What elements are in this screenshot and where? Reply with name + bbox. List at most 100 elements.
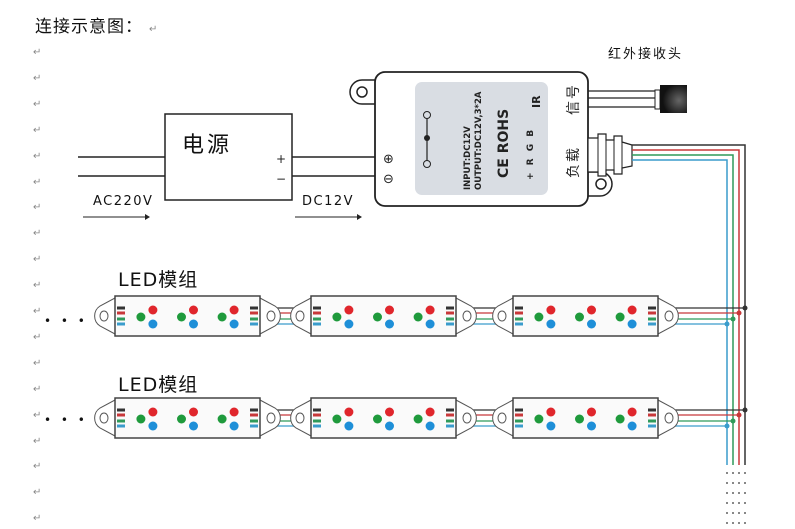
pin-pad: [446, 424, 454, 428]
pin-pad: [648, 419, 656, 423]
led-green: [413, 414, 423, 424]
pin-pad: [446, 306, 454, 310]
junction-dot: [742, 407, 748, 413]
pin-pad: [515, 322, 523, 326]
led-blue: [627, 421, 637, 431]
led-red: [189, 407, 198, 417]
pin-pad: [250, 306, 258, 310]
paragraph-mark: ↵: [33, 306, 42, 317]
pin-pad: [313, 424, 321, 428]
led-red: [189, 305, 198, 315]
mounting-hole: [664, 412, 674, 424]
mounting-hole: [462, 412, 472, 424]
rgb-controller: ⊕ ⊖ INPUT:DC12V OUTPUT:DC12V,3*2A CE ROH…: [349, 71, 613, 207]
module-end-tab: [492, 399, 514, 437]
paragraph-mark: ↵: [149, 24, 159, 35]
bus-wire: [632, 159, 728, 465]
led-green: [217, 414, 227, 424]
paragraph-mark: ↵: [33, 513, 42, 525]
continuation-dot: [726, 492, 728, 494]
mounting-hole: [295, 412, 305, 424]
paragraph-mark: ↵: [33, 254, 42, 266]
controller-output-spec: OUTPUT:DC12V,3*2A: [474, 91, 484, 190]
led-green: [136, 414, 146, 424]
continuation-dot: [732, 492, 734, 494]
pin-pad: [313, 317, 321, 321]
led-blue: [189, 319, 198, 329]
pin-pad: [117, 317, 125, 321]
pin-pad: [250, 408, 258, 412]
led-module: [492, 397, 679, 439]
load-port-label: 负载: [566, 146, 582, 178]
junction-dot: [730, 418, 736, 424]
paragraph-mark: ↵: [33, 176, 42, 188]
led-blue: [229, 319, 239, 329]
led-red: [546, 407, 556, 417]
led-green: [534, 414, 544, 424]
junction-dot: [724, 423, 730, 429]
led-red: [229, 407, 239, 417]
led-module: [492, 295, 679, 337]
ac-input-wires: [78, 156, 165, 177]
pin-pad: [117, 413, 125, 417]
paragraph-mark: ↵: [33, 72, 42, 84]
junction-dot: [736, 310, 742, 316]
controller-cert-mark: CE ROHS: [496, 109, 512, 178]
continuation-dot: [738, 502, 740, 504]
continuation-dot: [744, 492, 746, 494]
mounting-hole: [99, 310, 109, 322]
controller-terminal-plus: ⊕: [383, 152, 394, 167]
paragraph-mark: ↵: [33, 98, 42, 110]
junction-dot: [742, 305, 748, 311]
diagram-heading: 连接示意图：↵: [35, 12, 158, 37]
power-supply-box: [164, 113, 293, 201]
continuation-dot: [726, 502, 728, 504]
mounting-hole: [664, 310, 674, 322]
led-red: [627, 305, 637, 315]
controller-channel-labels: + R G B: [526, 128, 536, 180]
led-blue: [385, 421, 394, 431]
controller-label-panel: [415, 82, 548, 195]
led-red: [229, 305, 239, 315]
led-module-rows: [94, 295, 748, 439]
pin-pad: [313, 419, 321, 423]
led-red: [148, 305, 158, 315]
pin-pad: [446, 413, 454, 417]
continuation-dot: [738, 472, 740, 474]
module-end-tab: [290, 399, 312, 437]
dc-output-wires: [292, 156, 375, 177]
led-module: [94, 397, 281, 439]
pin-pad: [515, 413, 523, 417]
pin-pad: [250, 413, 258, 417]
led-red: [587, 407, 596, 417]
led-red: [385, 407, 394, 417]
paragraph-mark: ↵: [33, 383, 42, 395]
led-green: [615, 312, 625, 322]
module-end-tab: [492, 297, 514, 335]
paragraph-mark: ↵: [33, 47, 42, 58]
junction-dot: [724, 321, 730, 327]
pin-pad: [515, 306, 523, 310]
continuation-dot: [726, 482, 728, 484]
pin-pad: [117, 408, 125, 412]
module-end-tab: [259, 297, 281, 335]
led-red: [425, 305, 435, 315]
pin-pad: [117, 419, 125, 423]
mounting-hole: [266, 310, 276, 322]
pin-pad: [313, 322, 321, 326]
led-green: [534, 312, 544, 322]
continuation-dot: [732, 522, 734, 524]
pin-pad: [648, 317, 656, 321]
mounting-hole: [462, 310, 472, 322]
module-end-tab: [455, 297, 477, 335]
pin-pad: [250, 419, 258, 423]
led-blue: [425, 319, 435, 329]
pin-pad: [313, 408, 321, 412]
signal-port-label: 信号: [566, 83, 582, 115]
rgb-bus-wires: [632, 144, 746, 524]
pin-pad: [313, 311, 321, 315]
module-end-tab: [94, 297, 116, 335]
power-supply-label: 电源: [182, 133, 232, 158]
continuation-ellipsis-row-2: • • •: [44, 413, 88, 427]
paragraph-mark: ↵: [33, 331, 42, 343]
